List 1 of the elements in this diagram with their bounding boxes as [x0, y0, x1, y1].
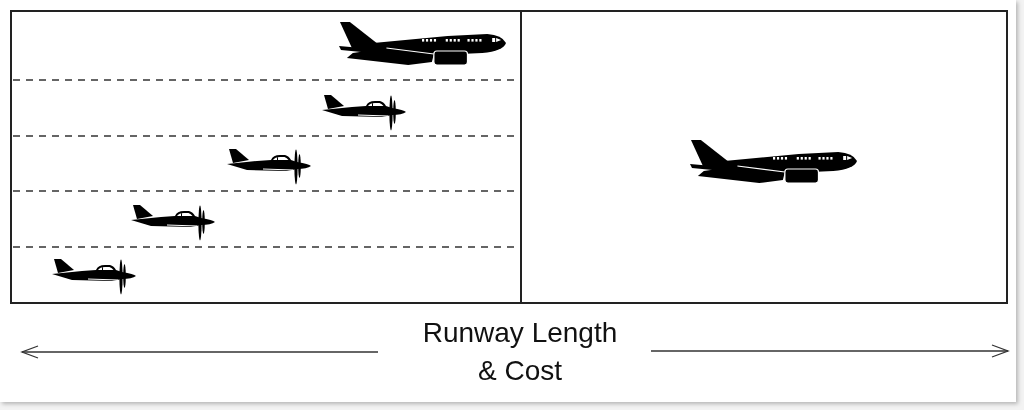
- dimension-label: Runway Length & Cost: [421, 316, 619, 388]
